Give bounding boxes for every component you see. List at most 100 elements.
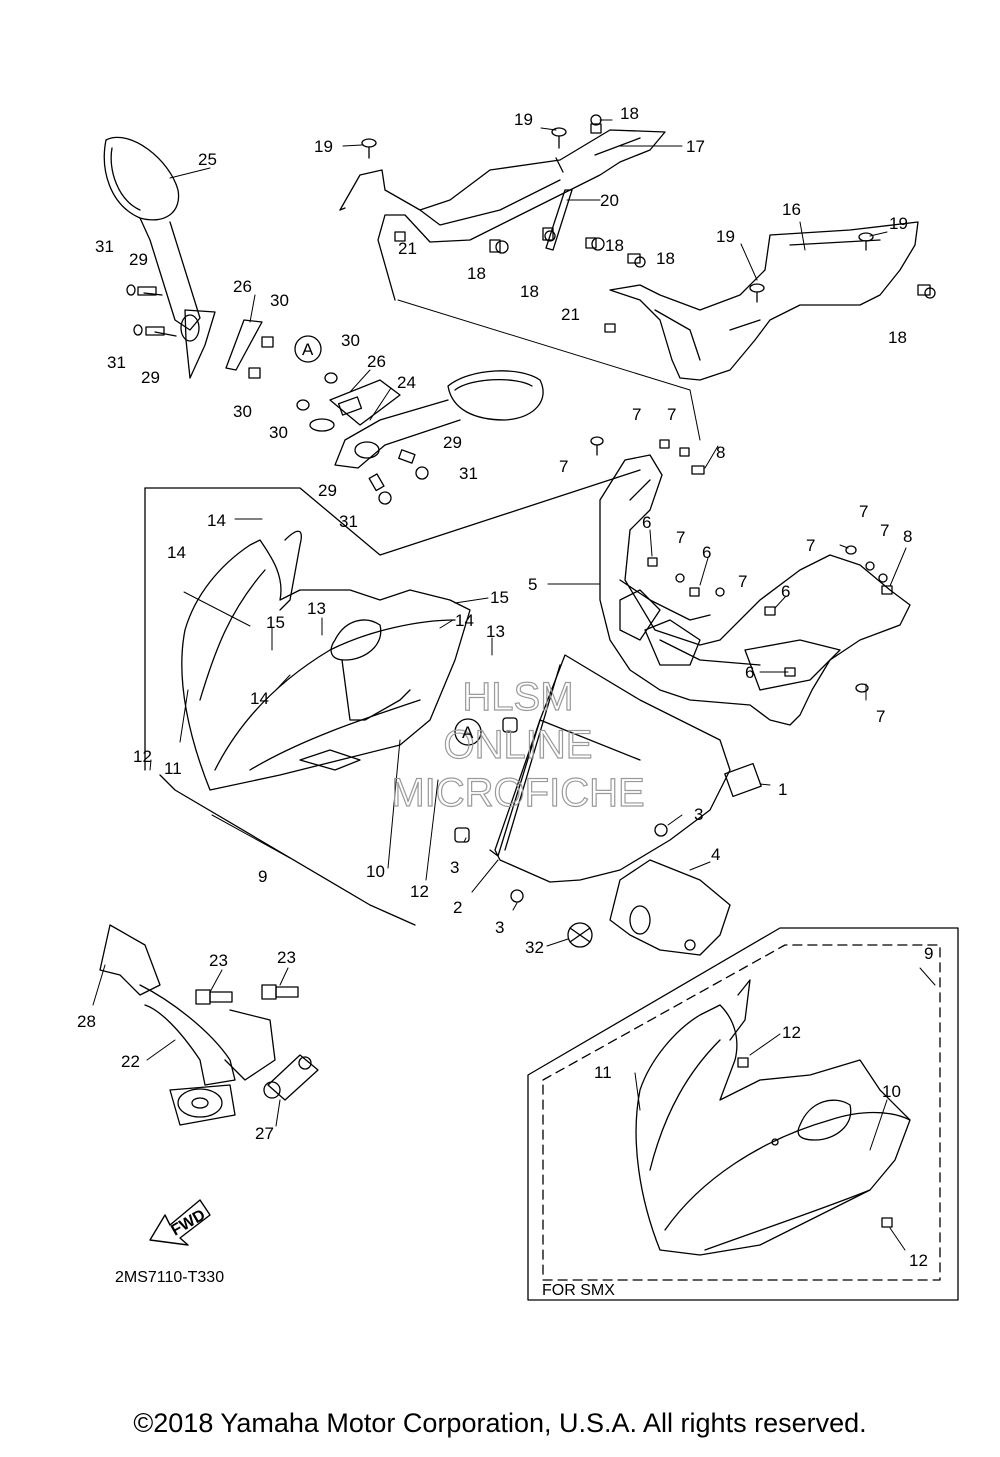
callout-21: 21 [561,305,580,324]
fwd-label: FWD [168,1207,208,1240]
callout-25: 25 [198,150,217,169]
leader-lines [92,119,936,1251]
cowling-fasteners [590,436,893,693]
callout-12: 12 [782,1023,801,1042]
callout-30: 30 [269,423,288,442]
damper-27-part [263,1054,319,1101]
copyright-notice: ©2018 Yamaha Motor Corporation, U.S.A. A… [133,1408,867,1438]
callout-17: 17 [686,137,705,156]
callout-19: 19 [716,227,735,246]
decal-1-part [724,762,762,798]
callout-13: 13 [307,599,326,618]
callout-7: 7 [676,528,685,547]
callout-29: 29 [318,481,337,500]
callout-6: 6 [642,513,651,532]
callout-23: 23 [209,951,228,970]
callout-1: 1 [778,780,787,799]
callout-11: 11 [594,1063,612,1082]
reference-marker-top [294,335,322,363]
callout-7: 7 [559,457,568,476]
front-cowling-9-part [181,530,471,791]
reference-marker-mid-label: A [462,723,474,742]
callout-7: 7 [859,502,868,521]
watermark: HLSM ONLINE MICROFICHE [391,674,646,815]
callout-31: 31 [107,353,126,372]
callout-29: 29 [141,368,160,387]
callout-31: 31 [339,512,358,531]
mirror-24-part [309,370,544,469]
callout-14: 14 [250,689,269,708]
callout-14: 14 [167,543,186,562]
callout-31: 31 [459,464,478,483]
callout-32: 32 [525,938,544,957]
stay-22-part [99,924,276,1126]
stay-20-part [545,157,573,251]
callout-31: 31 [95,237,114,256]
callout-12: 12 [410,882,429,901]
windshield-2-part [489,654,731,883]
callout-29: 29 [443,433,462,452]
callout-18: 18 [605,236,624,255]
callout-30: 30 [341,331,360,350]
mirror-25-part [103,136,216,379]
callout-6: 6 [745,663,754,682]
callout-18: 18 [888,328,907,347]
callout-6: 6 [702,543,711,562]
callout-13: 13 [486,622,505,641]
callout-3: 3 [450,858,459,877]
reference-marker-mid [454,718,482,746]
callout-30: 30 [270,291,289,310]
callout-21: 21 [398,239,417,258]
callout-12: 12 [133,747,152,766]
callout-3: 3 [495,918,504,937]
variant-box-label: FOR SMX [542,1282,615,1299]
callout-11: 11 [164,759,182,778]
callout-20: 20 [600,191,619,210]
callout-23: 23 [277,948,296,967]
callout-18: 18 [520,282,539,301]
callout-12: 12 [909,1251,928,1270]
callout-8: 8 [903,527,912,546]
callout-7: 7 [806,536,815,555]
callout-7: 7 [632,405,641,424]
callout-26: 26 [233,277,252,296]
callout-10: 10 [882,1082,901,1101]
callout-18: 18 [656,249,675,268]
callout-9: 9 [258,867,267,886]
callout-7: 7 [876,707,885,726]
smx-dashed-boundary [542,944,941,1281]
inner-panel-17-part [339,129,666,301]
smx-cowling-part [635,979,911,1256]
callout-15: 15 [266,613,285,632]
callout-9: 9 [924,944,933,963]
callout-3: 3 [694,805,703,824]
callout-14: 14 [207,511,226,530]
bracket-4-part [609,859,731,956]
callout-14: 14 [455,611,474,630]
callout-26: 26 [367,352,386,371]
assembly-9-bracket [144,469,641,556]
callout-30: 30 [233,402,252,421]
inner-panel-16-part [609,221,919,381]
callout-29: 29 [129,250,148,269]
callout-19: 19 [889,214,908,233]
callout-19: 19 [314,137,333,156]
grommet-32-part [567,922,593,948]
svg-text:MICROFICHE: MICROFICHE [391,771,644,815]
callouts: 1 2 3 3 3 4 5 6 6 6 6 7 7 7 7 7 7 7 7 7 … [77,104,933,1270]
drawing-code: 2MS7110-T330 [115,1269,224,1286]
cowling-5-part [599,454,911,726]
callout-18: 18 [467,264,486,283]
fwd-arrow-icon [149,1199,211,1246]
collar-3-parts [454,717,668,903]
callout-27: 27 [255,1124,274,1143]
smx-outer-box [527,927,959,1301]
bolts-23-part [195,984,299,1005]
callout-4: 4 [711,845,720,864]
callout-8: 8 [716,443,725,462]
callout-2: 2 [453,898,462,917]
callout-15: 15 [490,588,509,607]
reference-marker-top-label: A [302,340,314,359]
svg-text:ONLINE: ONLINE [444,723,593,767]
